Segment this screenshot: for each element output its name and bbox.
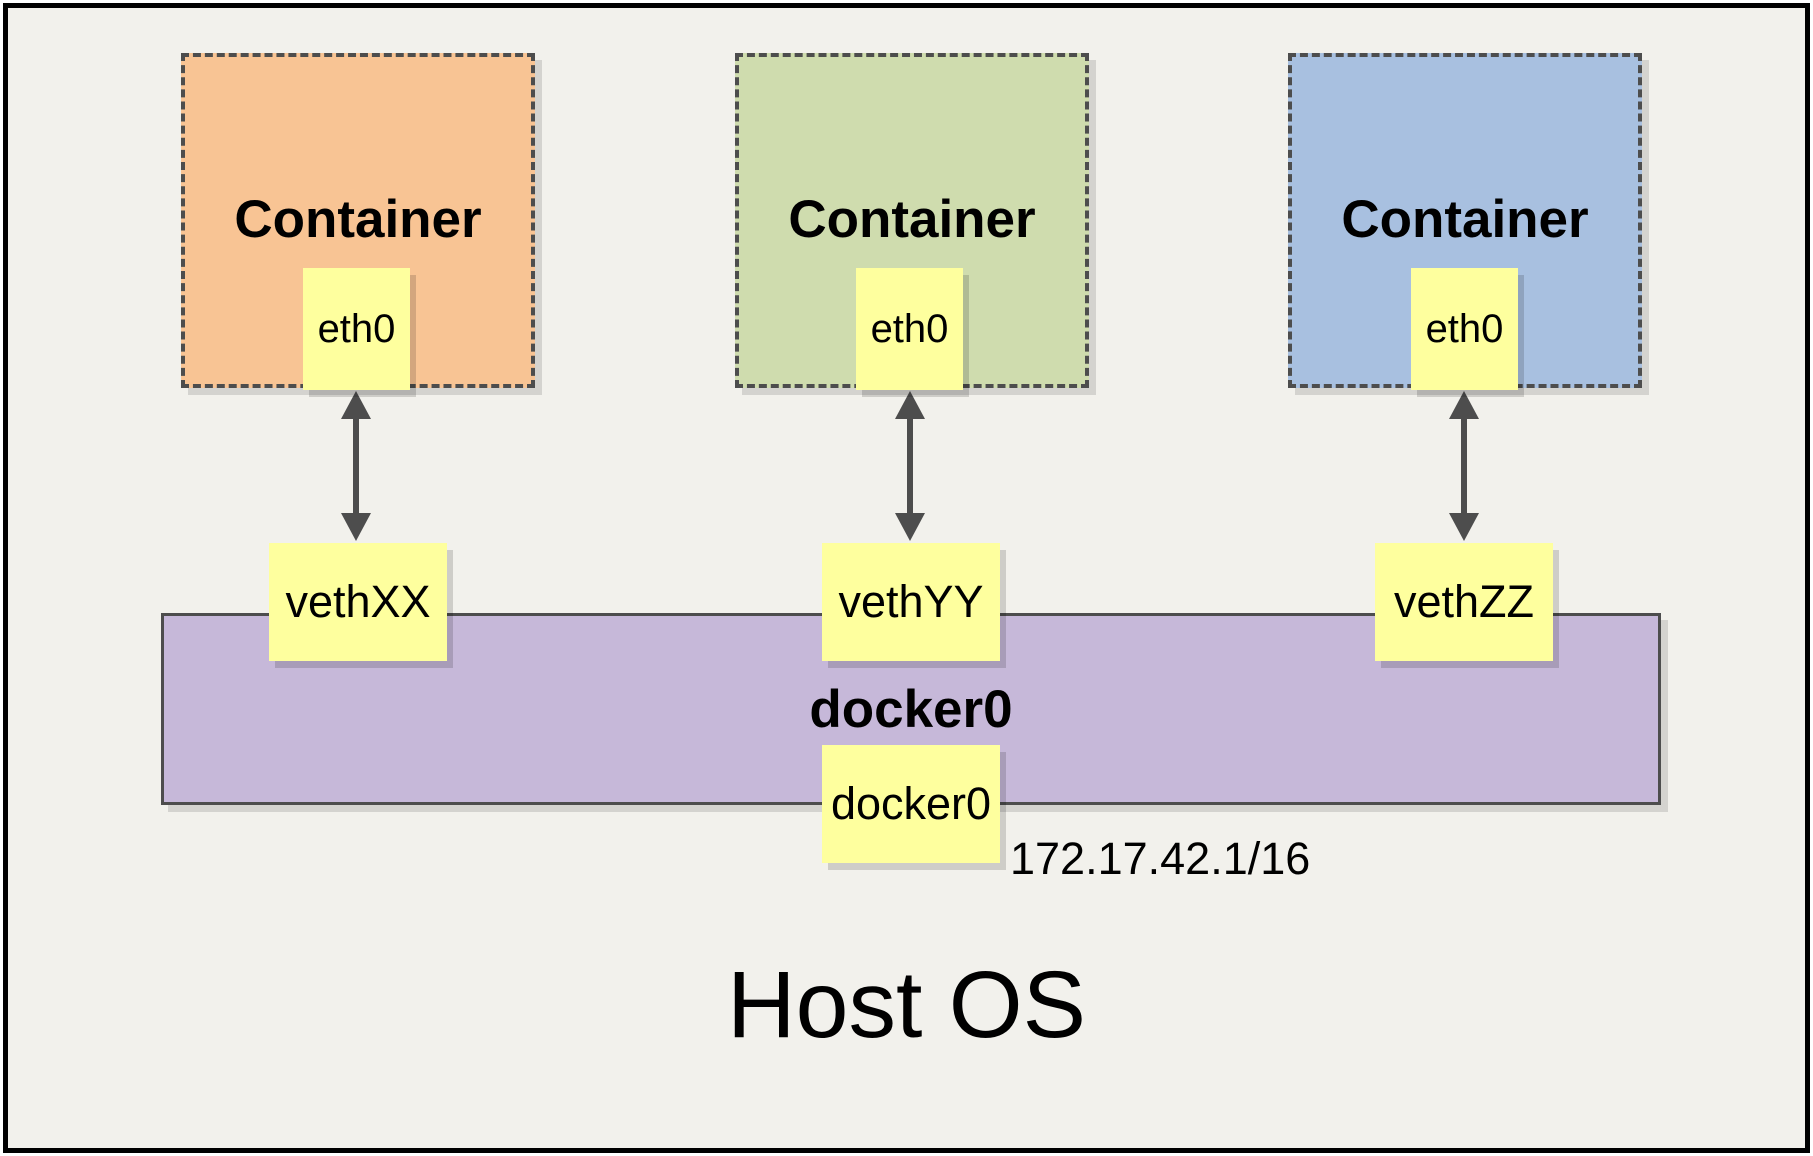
eth0-box-1: eth0 [303, 268, 410, 390]
double-arrow-icon [341, 391, 371, 541]
arrow-eth0-vethyy [892, 391, 928, 541]
vethxx-box: vethXX [269, 543, 447, 661]
container-2-label: Container [788, 190, 1036, 249]
eth0-label-1: eth0 [317, 306, 396, 351]
eth0-label-3: eth0 [1425, 306, 1504, 351]
vethzz-label: vethZZ [1393, 576, 1535, 627]
double-arrow-icon [1449, 391, 1479, 541]
docker0-interface-label: docker0 [830, 778, 992, 829]
bridge-ip-address: 172.17.42.1/16 [1010, 833, 1311, 884]
host-os-title: Host OS [727, 952, 1086, 1058]
eth0-label-2: eth0 [870, 306, 949, 351]
vethxx-label: vethXX [285, 576, 431, 627]
docker0-interface-box: docker0 [822, 745, 1000, 863]
vethyy-label: vethYY [838, 576, 984, 627]
arrow-eth0-vethxx [338, 391, 374, 541]
vethzz-box: vethZZ [1375, 543, 1553, 661]
arrow-eth0-vethzz [1446, 391, 1482, 541]
eth0-box-2: eth0 [856, 268, 963, 390]
docker0-bridge-label: docker0 [809, 680, 1013, 739]
container-1-label: Container [234, 190, 482, 249]
eth0-box-3: eth0 [1411, 268, 1518, 390]
container-3-label: Container [1341, 190, 1589, 249]
vethyy-box: vethYY [822, 543, 1000, 661]
double-arrow-icon [895, 391, 925, 541]
